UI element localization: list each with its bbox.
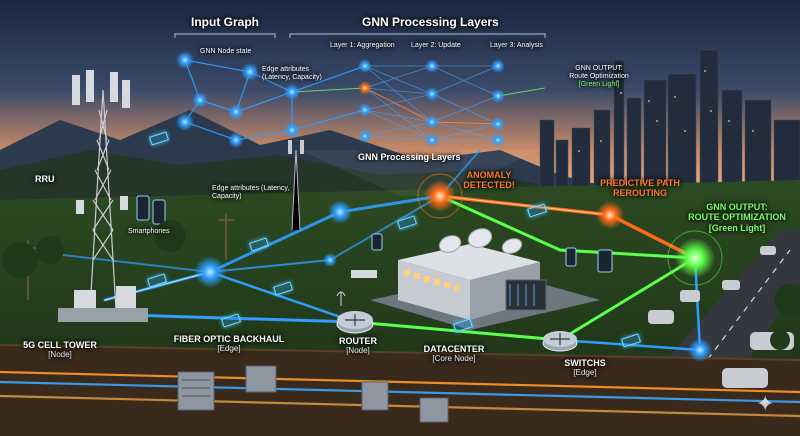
gnn-output-line1: GNN OUTPUT: bbox=[706, 202, 768, 212]
switchs-label: SWITCHS [Edge] bbox=[556, 358, 614, 378]
datacenter-label: DATACENTER [Core Node] bbox=[418, 344, 490, 364]
anomaly-label: ANOMALY DETECTED! bbox=[458, 170, 520, 191]
sparkle-icon: ✦ bbox=[756, 392, 775, 417]
cell-tower-sub: [Node] bbox=[48, 350, 72, 360]
gnn-output-top-sub: Route Optimization bbox=[569, 73, 629, 81]
datacenter-sub: [Core Node] bbox=[432, 354, 476, 364]
node-state-label: GNN Node state bbox=[200, 48, 252, 55]
gnn-output-top-green: [Green Light] bbox=[578, 81, 620, 89]
fiber-label: FIBER OPTIC BACKHAUL [Edge] bbox=[170, 334, 288, 354]
fiber-title: FIBER OPTIC BACKHAUL bbox=[173, 334, 285, 344]
cell-tower-label: 5G CELL TOWER [Node] bbox=[12, 340, 108, 360]
router-label: ROUTER [Node] bbox=[330, 336, 386, 356]
gnn-output-label: GNN OUTPUT: ROUTE OPTIMIZATION [Green Li… bbox=[684, 202, 790, 233]
predictive-line1: PREDICTIVE PATH bbox=[600, 178, 680, 188]
datacenter-icon bbox=[370, 244, 600, 330]
router-icon bbox=[336, 270, 377, 334]
layer1-label: Layer 1: Aggregation bbox=[330, 42, 395, 49]
predictive-rerouting-label: PREDICTIVE PATH REROUTING bbox=[594, 178, 686, 199]
gnn-output-box-top: GNN OUTPUT: Route Optimization [Green Li… bbox=[569, 65, 629, 89]
anomaly-line2: DETECTED! bbox=[463, 180, 515, 191]
datacenter-title: DATACENTER bbox=[423, 344, 485, 354]
cell-tower-icon bbox=[89, 89, 117, 311]
anomaly-line1: ANOMALY bbox=[466, 170, 512, 180]
gnn-output-line2: ROUTE OPTIMIZATION bbox=[688, 212, 786, 223]
switchs-sub: [Edge] bbox=[573, 368, 597, 378]
cell-tower-title: 5G CELL TOWER bbox=[23, 340, 97, 350]
smartphones-label: Smartphones bbox=[128, 228, 170, 235]
edge-attributes-mid-label: Edge attributes (Latency, Capacity) bbox=[212, 185, 290, 201]
predictive-line2: REROUTING bbox=[613, 188, 667, 199]
layer2-label: Layer 2: Update bbox=[411, 42, 461, 49]
gnn-output-top-title: GNN OUTPUT: bbox=[575, 65, 623, 72]
fiber-sub: [Edge] bbox=[217, 344, 241, 354]
gnn-layers-title: GNN Processing Layers bbox=[362, 15, 499, 29]
gnn-output-line3: [Green Light] bbox=[708, 222, 766, 233]
rru-label: RRU bbox=[35, 174, 55, 184]
router-sub: [Node] bbox=[346, 346, 370, 356]
smartphone-icon bbox=[136, 195, 613, 273]
router-title: ROUTER bbox=[339, 336, 377, 346]
switch-icon bbox=[542, 331, 578, 352]
layer3-label: Layer 3: Analysis bbox=[490, 42, 543, 49]
gnn-layers-caption: GNN Processing Layers bbox=[358, 152, 461, 162]
edge-attributes-top-label: Edge attributes (Latency, Capacity) bbox=[262, 66, 322, 82]
satellite-dish-icon bbox=[438, 228, 523, 254]
input-graph-title: Input Graph bbox=[191, 15, 259, 29]
switchs-title: SWITCHS bbox=[564, 358, 606, 368]
